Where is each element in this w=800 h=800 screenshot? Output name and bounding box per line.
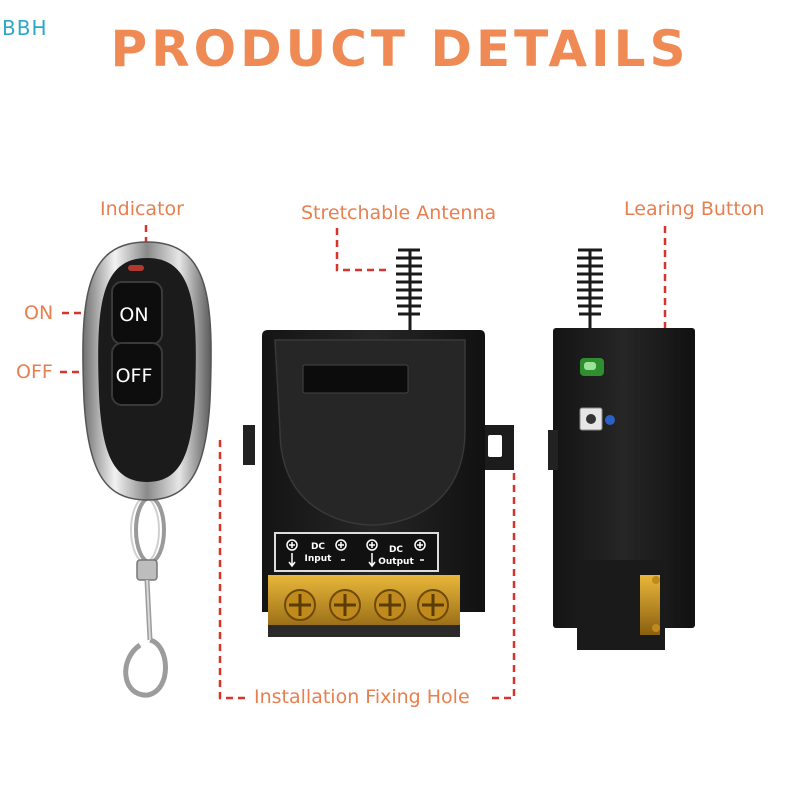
- fixing-hole-callout-right: [492, 470, 516, 700]
- output-dc-label: DC: [389, 545, 403, 555]
- receiver-side: [548, 248, 695, 650]
- remote-off-label: OFF: [116, 365, 153, 387]
- page-title: PRODUCT DETAILS: [110, 20, 690, 78]
- indicator-callout: Indicator: [100, 198, 184, 220]
- label-window: [302, 364, 409, 394]
- side-antenna-coil-icon: [577, 248, 603, 330]
- input-dc-label: DC: [311, 542, 325, 552]
- indicator-led-icon: [128, 265, 144, 271]
- clasp-swivel: [136, 559, 158, 581]
- terminal-label-plate: [274, 532, 439, 572]
- terminal-symbols: [286, 539, 426, 568]
- side-body: [553, 328, 695, 628]
- off-callout: OFF: [16, 361, 53, 383]
- remote-keychain: [82, 241, 212, 698]
- input-label: Input: [305, 554, 333, 564]
- learning-button-callout: Learing Button: [624, 198, 765, 220]
- fixing-hole: [488, 435, 502, 457]
- output-label: Output: [378, 557, 414, 567]
- receiver-front: DC Input DC Output: [243, 248, 514, 637]
- fixing-hole-callout: Installation Fixing Hole: [254, 686, 470, 708]
- antenna-callout-line: [335, 228, 390, 272]
- lobster-clasp-icon: [123, 579, 168, 698]
- fixing-hole-callout-left: [218, 440, 245, 700]
- antenna-callout: Stretchable Antenna: [301, 202, 497, 224]
- terminal-screws: [284, 589, 449, 621]
- off-button-shape: [111, 342, 163, 406]
- remote-on-label: ON: [119, 304, 148, 326]
- watermark-text: BBH: [2, 16, 48, 40]
- on-callout: ON: [24, 302, 54, 324]
